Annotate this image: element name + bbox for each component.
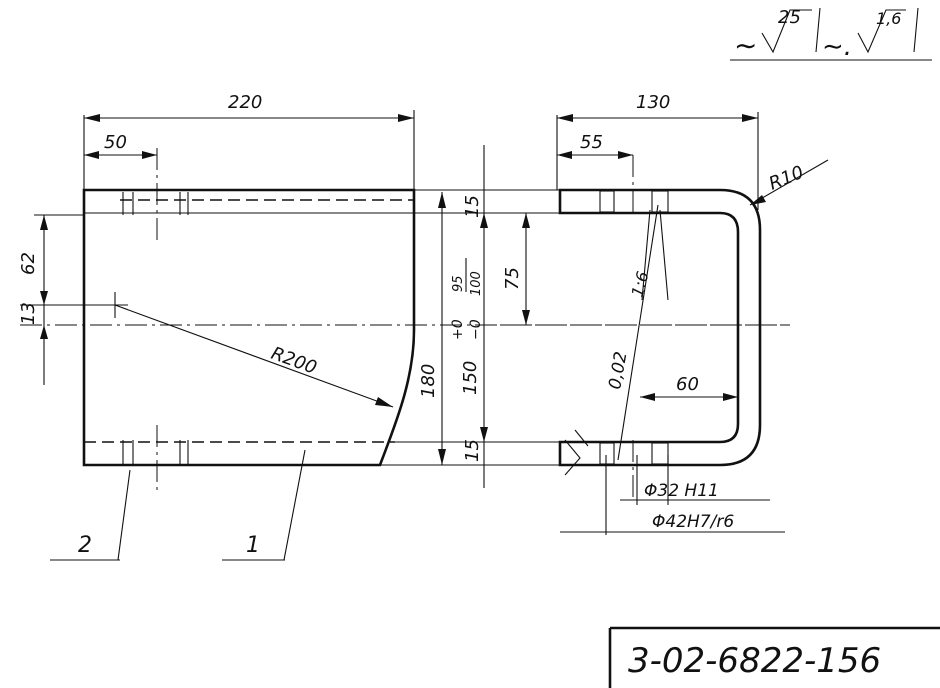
surface-finish-left-tilde: ∼ [734,29,757,62]
dim-55-label: 55 [580,132,603,153]
front-view-radius-arrow [375,397,393,407]
dim-55-arrow-left [557,151,572,159]
front-view: R200 220 50 62 13 180 150 +0 −0 95 [18,92,790,495]
dim-15-bottom-label: 15 [462,439,483,462]
front-view-outline [82,188,416,467]
part-2-label: 2 [78,533,92,558]
dim-phi32-label: Φ32 H11 [644,481,719,501]
dim-62-arrow-bottom [40,291,48,305]
surface-finish-left-value: 25 [778,7,801,28]
part-2-leader [117,469,131,561]
dim-150-arrow-top [480,213,488,228]
section-view-hole-top-left [599,190,615,213]
dim-150-fit-lower: 100 [469,271,484,296]
dim-130-label: 130 [636,92,670,113]
dim-r10-arrow [750,195,766,205]
drawing-number: 3-02-6822-156 [628,641,881,681]
dim-220-label: 220 [228,92,262,113]
dim-130-arrow-left [557,114,573,122]
dim-13-label: 13 [18,302,39,325]
section-view-hole-bottom-right [651,442,669,465]
title-block: 3-02-6822-156 [608,626,940,688]
dim-180-label: 180 [418,364,439,398]
dim-50-label: 50 [104,132,127,153]
section-view-hole-bottom-left [599,442,615,465]
surface-finish-right-tilde: ∼. [822,32,852,62]
section-view-taper-line [617,204,659,461]
weld-mark-icon [564,429,589,476]
section-view-hole-top-right [651,190,669,213]
dim-taper-1-6-label: 1:6 [628,269,653,299]
dim-phi42-label: Φ42H7/r6 [652,512,734,532]
section-view: 1:6 0,02 130 55 75 R10 60 Φ32 H11 [500,92,829,535]
dim-62-arrow-top [40,215,48,230]
dim-150-arrow-bottom [480,427,488,442]
dim-13-arrow [40,325,48,339]
dim-60-label: 60 [676,374,699,395]
dim-130-arrow-right [742,114,758,122]
part-1-label: 1 [246,533,260,558]
section-view-taper-ref-2 [641,209,651,301]
dim-50-arrow-right [142,151,157,159]
dim-150-label: 150 [460,361,481,395]
front-view-radius-leader [114,304,394,408]
section-view-taper-ref [659,209,669,301]
surface-finish-right-check-icon [857,9,906,54]
surface-finish-right-value: 1,6 [876,9,901,28]
section-view-hatched-body [558,188,762,467]
dim-150-tol-lower: −0 [468,319,484,340]
dim-150-fit-upper: 95 [451,275,466,292]
surface-finish-separator [815,7,821,53]
dim-55-arrow-right [618,151,633,159]
dim-62-label: 62 [18,252,39,275]
dim-60-arrow-left [640,393,655,401]
dim-60-arrow-right [723,393,738,401]
part-labels: 2 1 [50,449,306,561]
dim-r10-label: R10 [766,162,807,195]
dim-220-arrow-right [398,114,414,122]
dim-50-arrow-left [84,151,99,159]
surface-finish-end-bar [913,7,919,53]
dim-150-tol-upper: +0 [450,319,466,340]
dim-220-arrow-left [84,114,100,122]
dim-taper-002-label: 0,02 [605,350,631,391]
surface-finish-left-check-icon [761,9,812,54]
dim-75-label: 75 [502,267,523,290]
dim-75-arrow-top [522,213,530,228]
dim-75-arrow-bottom [522,310,530,325]
dim-180-arrow-top [438,192,446,208]
dim-15-top-label: 15 [462,195,483,218]
dim-180-arrow-bottom [438,449,446,465]
part-1-leader [283,449,306,561]
surface-finish-symbols: ∼ 25 ∼. 1,6 [730,7,932,62]
front-view-radius-label: R200 [268,343,319,379]
